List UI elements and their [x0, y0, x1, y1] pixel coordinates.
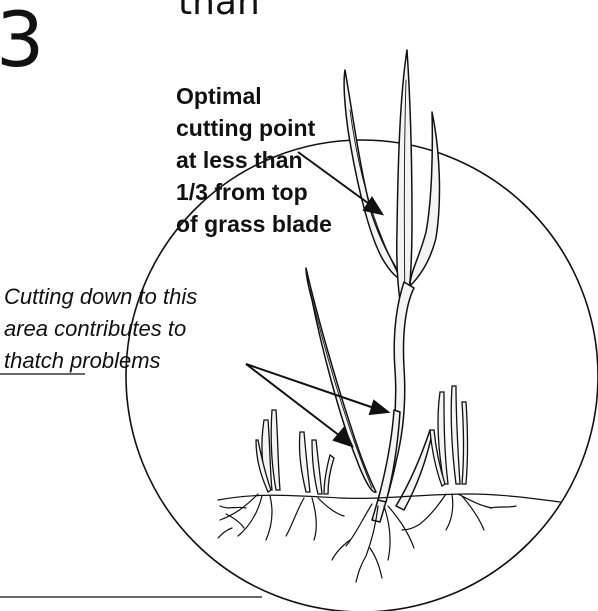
fragment-digit: 3	[0, 0, 44, 84]
grass-blade	[410, 112, 439, 286]
optimal-label-line: 1/3 from top	[176, 179, 308, 205]
grass-blade	[344, 70, 404, 280]
thatch-label-line: thatch problems	[4, 348, 161, 373]
arrow-thatch-lower	[246, 364, 340, 436]
optimal-label-line: at less than	[176, 147, 303, 173]
grass-blade	[396, 430, 432, 510]
arrow-thatch-upper	[246, 364, 374, 408]
optimal-label-line: cutting point	[176, 115, 316, 141]
arrow-head	[370, 401, 388, 414]
seedling-left	[256, 410, 280, 492]
fragment-top-word: than	[178, 0, 260, 23]
seedling-right	[430, 386, 468, 486]
optimal-label-line: Optimal	[176, 83, 262, 109]
thatch-label-line: Cutting down to this	[4, 284, 197, 309]
grass-plant	[306, 50, 439, 522]
optimal-label-line: of grass blade	[176, 211, 332, 237]
seedling-middle	[299, 432, 334, 494]
blade-midrib	[350, 110, 398, 274]
roots	[218, 494, 560, 582]
thatch-label-line: area contributes to	[4, 316, 186, 341]
thatch-warning-label: Cutting down to this area contributes to…	[4, 284, 197, 373]
